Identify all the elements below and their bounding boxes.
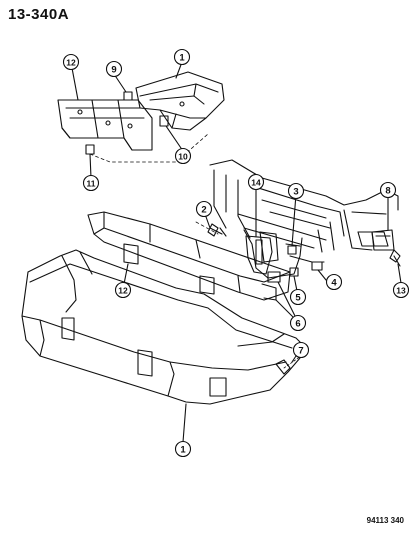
callout-number: 12 [66, 58, 76, 68]
bumper-reinforcement [87, 211, 291, 301]
callout-11: 11 [82, 174, 100, 192]
body-panel [195, 159, 399, 279]
callout-14: 14 [247, 173, 265, 191]
page-code: 13-340A [8, 6, 70, 23]
detail-inset [57, 71, 225, 163]
callout-number: 1 [180, 445, 186, 456]
callout-number: 6 [295, 319, 300, 330]
callout-number: 14 [251, 178, 261, 188]
callout-number: 9 [111, 65, 116, 76]
callout-10: 10 [174, 147, 192, 165]
callout-1-lower: 1 [174, 440, 192, 458]
callout-number: 4 [331, 278, 337, 289]
callout-number: 13 [396, 286, 406, 296]
callout-number: 7 [298, 346, 303, 357]
callout-8: 8 [379, 181, 397, 199]
callout-number: 2 [201, 205, 206, 216]
callout-2: 2 [195, 200, 213, 218]
callout-number: 5 [295, 293, 301, 304]
callout-12-lower: 12 [114, 281, 132, 299]
callout-4: 4 [325, 273, 343, 291]
callout-number: 12 [118, 286, 128, 296]
figure-code: 94113 340 [366, 516, 404, 525]
callout-number: 1 [179, 53, 185, 64]
callout-layer: 1 12 9 10 11 14 [62, 48, 410, 458]
callout-number: 8 [385, 186, 390, 197]
callout-number: 10 [178, 152, 188, 162]
callout-number: 3 [293, 187, 298, 198]
callout-1-upper: 1 [173, 48, 191, 66]
callout-13: 13 [392, 281, 410, 299]
bumper-fascia [21, 249, 305, 405]
callout-12-upper: 12 [62, 53, 80, 71]
callout-9: 9 [105, 60, 123, 78]
callout-3: 3 [287, 182, 305, 200]
callout-7: 7 [292, 341, 310, 359]
callout-5: 5 [289, 288, 307, 306]
callout-number: 11 [87, 179, 96, 189]
callout-6: 6 [289, 314, 307, 332]
